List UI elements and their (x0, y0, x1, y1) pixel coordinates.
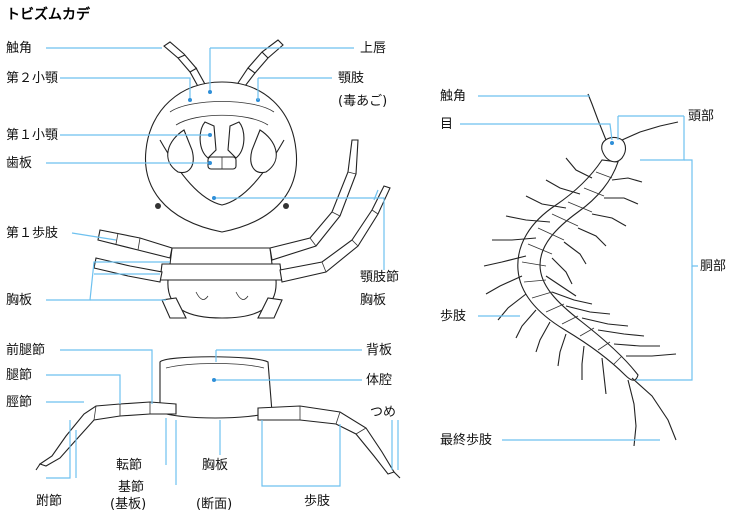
label-prefemur: 前腿節 (6, 343, 46, 358)
label-tarsus: 跗節 (36, 494, 63, 509)
label-first-maxilla: 第１小顎 (6, 128, 59, 143)
label-sternite-right: 胸板 (360, 293, 387, 308)
label-tooth-plate: 歯板 (6, 156, 33, 171)
label-last-leg: 最終歩肢 (440, 433, 493, 448)
label-forcipule-segment: 顎肢節 (360, 270, 400, 285)
label-body-cavity: 体腔 (366, 373, 393, 388)
label-tibia: 脛節 (6, 395, 33, 410)
label-body-leg: 歩肢 (440, 309, 467, 324)
label-second-maxilla: 第２小顎 (6, 71, 59, 86)
label-antenna: 触角 (6, 41, 33, 56)
label-coxa: 基節 (118, 480, 145, 495)
label-body-antenna: 触角 (440, 89, 467, 104)
label-tergite: 背板 (366, 343, 393, 358)
label-claw: つめ (370, 405, 397, 420)
label-coxa-note: (基板) (110, 497, 147, 512)
label-trunk: 胴部 (700, 259, 727, 274)
label-section-note: (断面) (196, 497, 233, 512)
label-sternite-left: 胸板 (6, 293, 33, 308)
label-femur: 腿節 (6, 368, 33, 383)
head-illustration (93, 39, 391, 319)
diagram-title: トビズムカデ (6, 7, 90, 23)
label-trochanter: 転節 (116, 458, 143, 473)
cross-section-illustration (35, 356, 401, 479)
label-head: 頭部 (688, 109, 715, 124)
label-forcipule: 顎肢 (338, 71, 365, 86)
label-sternite-section: 胸板 (202, 458, 229, 473)
body-illustration (483, 93, 679, 447)
label-eye: 目 (440, 117, 454, 132)
label-walking-leg: 歩肢 (304, 494, 331, 509)
leader-lines (46, 47, 698, 487)
label-first-leg: 第１歩肢 (6, 226, 59, 241)
label-labrum: 上唇 (360, 41, 387, 56)
label-forcipule-note: (毒あご) (338, 94, 388, 109)
